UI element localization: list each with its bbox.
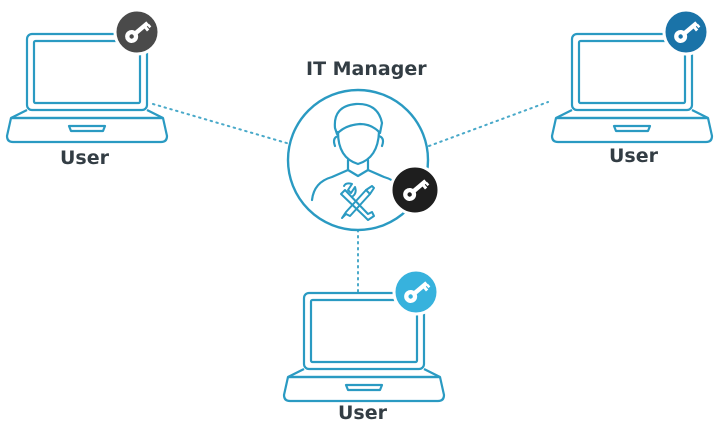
key-badge-bottom [392,268,440,316]
user-label-top-right: User [609,145,658,167]
key-badge-top-left [113,8,161,56]
wrench-screwdriver-icon [340,182,375,221]
person-icon [310,102,406,202]
key-badge-top-right [662,8,710,56]
user-label-top-left: User [60,147,109,169]
user-label-bottom: User [338,402,387,424]
key-badge-manager [389,164,441,216]
manager-title: IT Manager [306,58,427,80]
connector-top-right [428,101,549,147]
connector-top-left [152,103,291,145]
connector-lines [152,101,549,293]
